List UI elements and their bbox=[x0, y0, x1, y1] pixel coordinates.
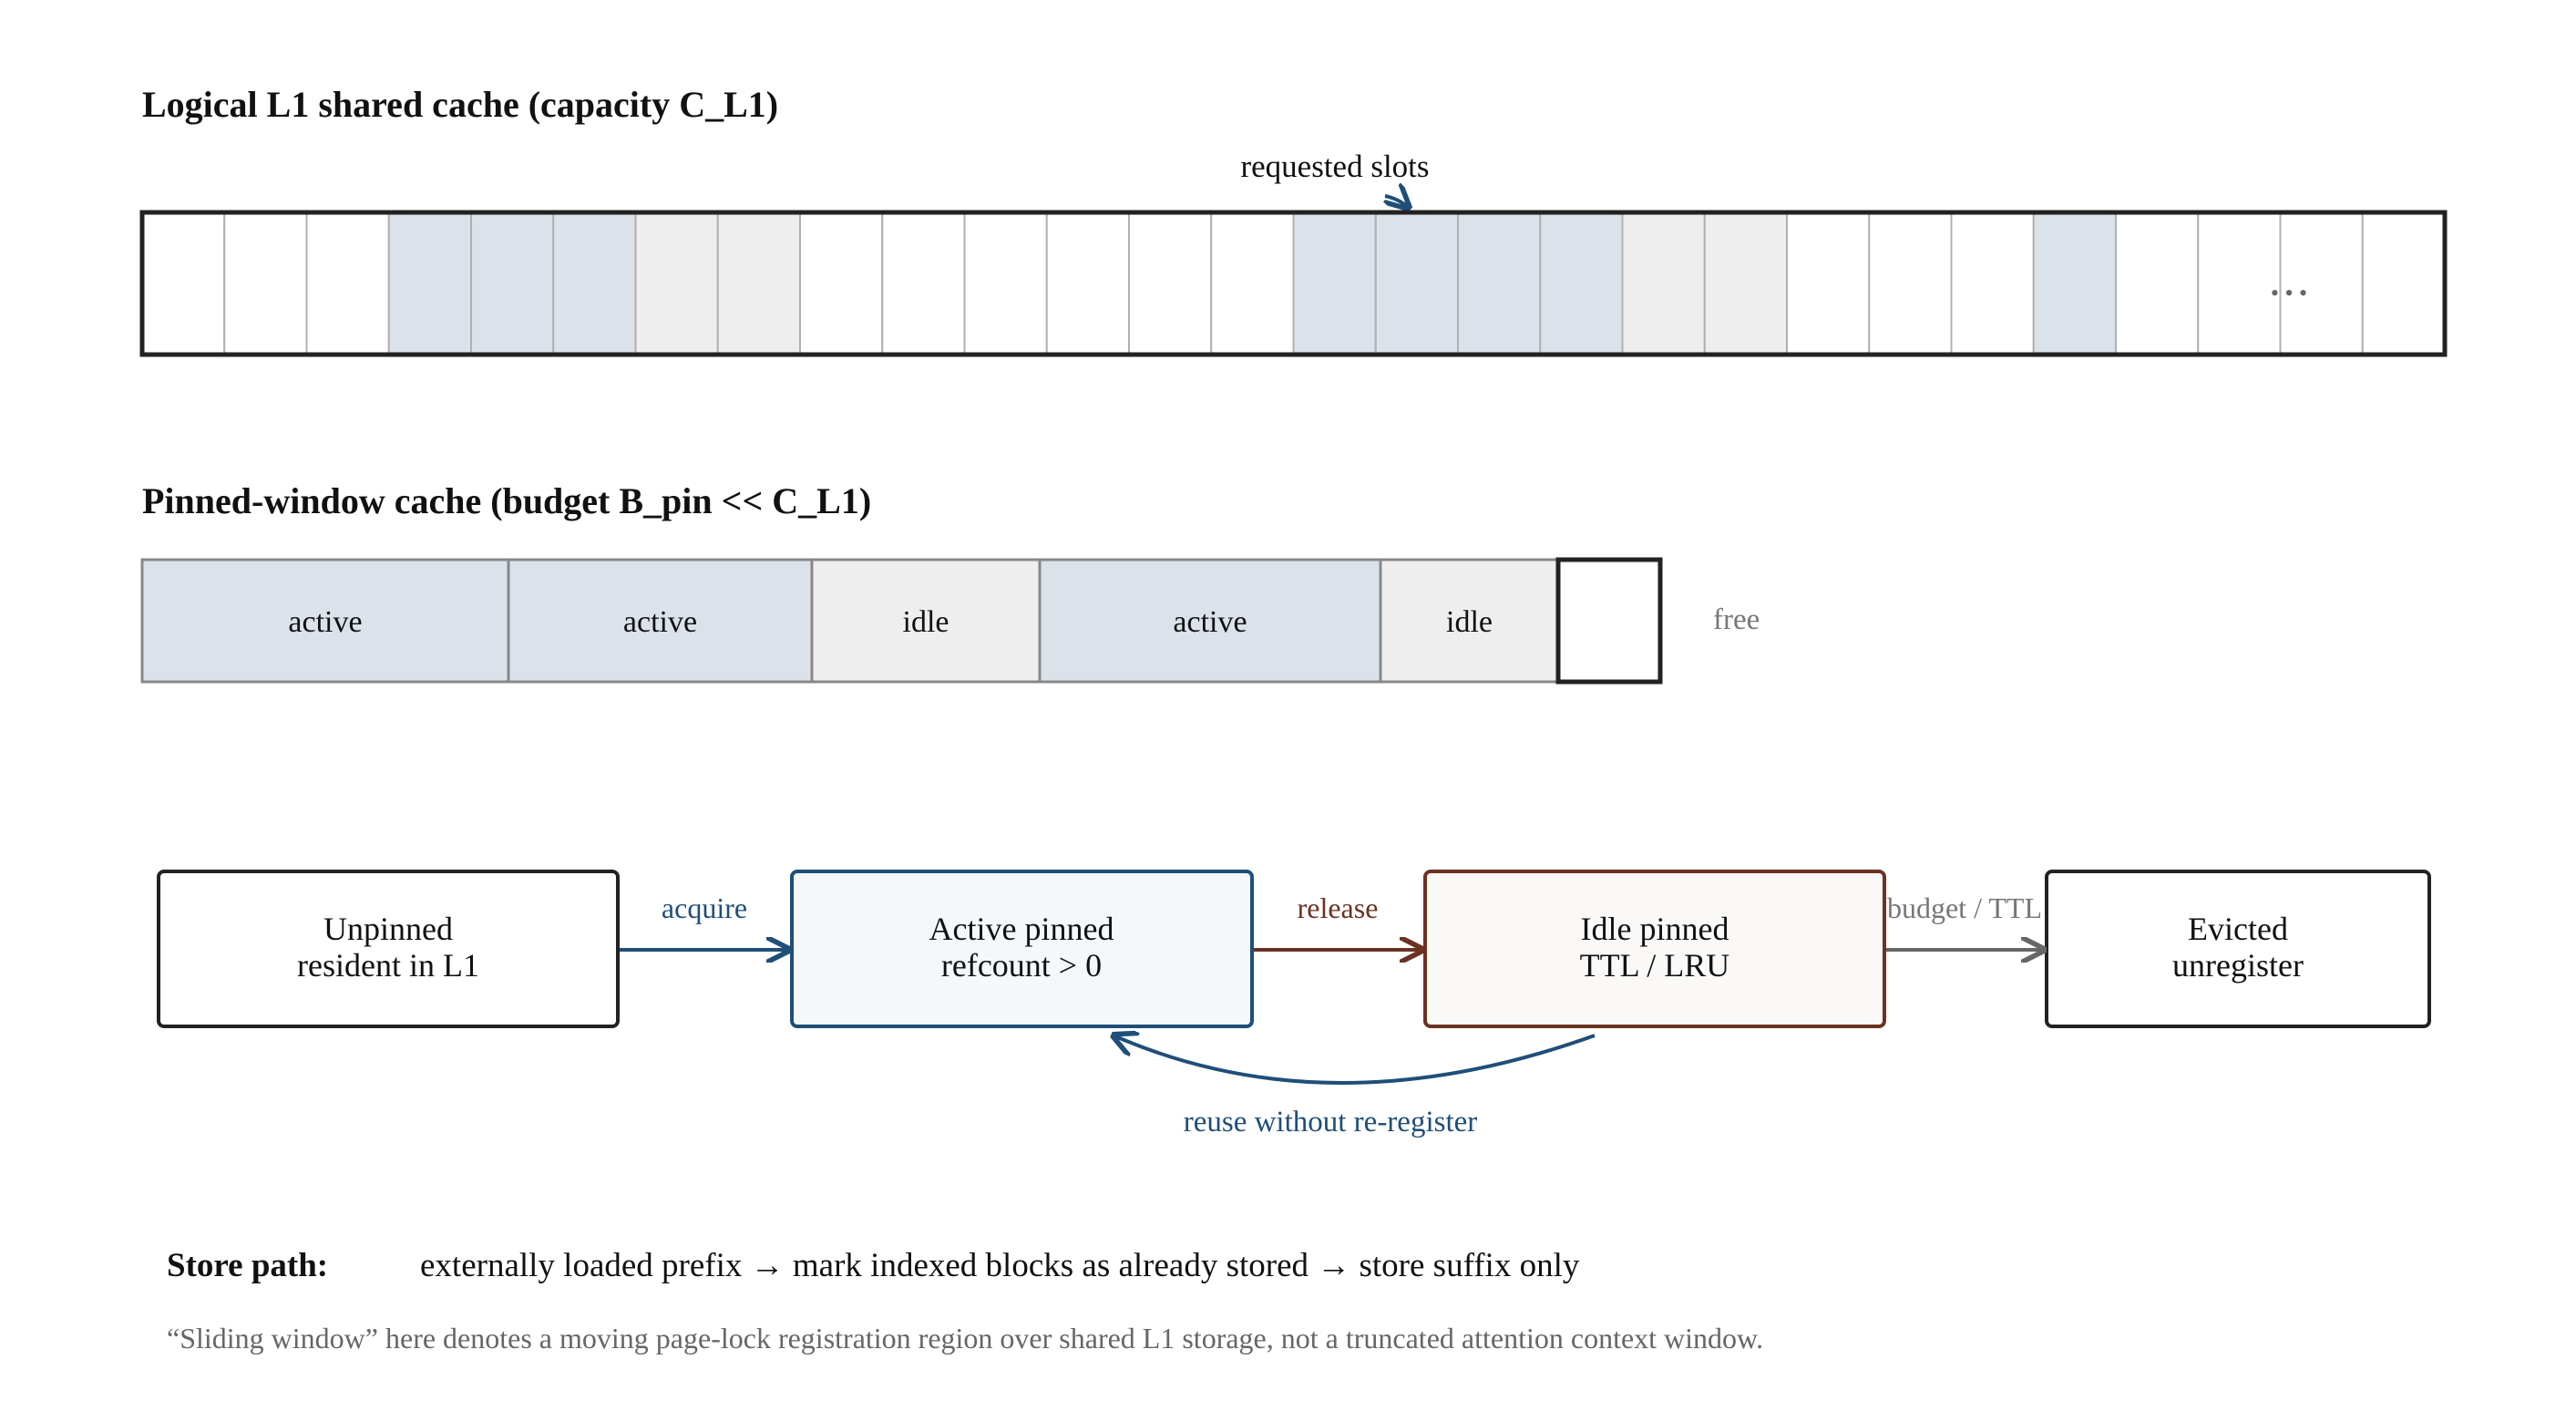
pinned-segment-active bbox=[1038, 558, 1382, 684]
state-unpinned-title: Unpinned bbox=[323, 911, 453, 947]
l1-slot-active bbox=[470, 211, 555, 355]
pinned-segment-label: active bbox=[623, 605, 697, 639]
l1-slot-empty bbox=[141, 211, 226, 355]
pinned-segment-active bbox=[140, 558, 510, 684]
l1-slot-empty bbox=[1950, 211, 2035, 355]
l1-cache-title: Logical L1 shared cache (capacity C_L1) bbox=[142, 84, 778, 125]
footnote: “Sliding window” here denotes a moving p… bbox=[167, 1322, 1763, 1355]
pinned-segment-label: idle bbox=[1446, 605, 1493, 639]
evict-label: budget / TTL bbox=[1887, 891, 2042, 924]
l1-slot-empty bbox=[1128, 211, 1213, 355]
pinned-cache-title: Pinned-window cache (budget B_pin << C_L… bbox=[142, 480, 871, 521]
l1-slot-empty bbox=[1786, 211, 1871, 355]
l1-slot-empty bbox=[1210, 211, 1295, 355]
l1-slot-active bbox=[1457, 211, 1542, 355]
pinned-segment-label: idle bbox=[903, 605, 949, 639]
pinned-segment-label: active bbox=[288, 605, 362, 639]
l1-slot-idle bbox=[1703, 211, 1788, 355]
l1-slot-empty bbox=[2279, 211, 2364, 355]
l1-slot-empty bbox=[799, 211, 884, 355]
reuse-arrow bbox=[1114, 1035, 1596, 1085]
state-evicted-title: Evicted bbox=[2188, 911, 2288, 947]
l1-slot-empty bbox=[963, 211, 1048, 355]
l1-slot-empty bbox=[2115, 211, 2200, 355]
l1-slot-empty bbox=[881, 211, 966, 355]
store-path-label: Store path: bbox=[167, 1247, 328, 1284]
free-label: free bbox=[1713, 603, 1760, 636]
l1-slot-active bbox=[1539, 211, 1624, 355]
l1-slot-idle bbox=[1621, 211, 1706, 355]
state-idle-title: Idle pinned bbox=[1581, 911, 1729, 947]
acquire-label: acquire bbox=[662, 891, 747, 924]
state-unpinned-box bbox=[157, 870, 620, 1028]
l1-slot-idle bbox=[634, 211, 719, 355]
l1-slot-active bbox=[1374, 211, 1459, 355]
l1-slot-active bbox=[387, 211, 472, 355]
pinned-segment-strip: active active idle active idle bbox=[140, 557, 1663, 685]
state-evicted-box bbox=[2045, 870, 2431, 1028]
state-active-title: Active pinned bbox=[929, 911, 1114, 947]
l1-slot-idle bbox=[716, 211, 801, 355]
l1-slot-empty bbox=[305, 211, 390, 355]
state-active-box bbox=[790, 870, 1254, 1028]
state-unpinned-subtitle: resident in L1 bbox=[297, 947, 479, 984]
state-idle-box bbox=[1423, 870, 1886, 1028]
requested-slots-arrow bbox=[1385, 196, 1409, 208]
pinned-segment-label: active bbox=[1173, 605, 1247, 639]
pinned-segment-idle bbox=[1379, 558, 1560, 684]
l1-cache-border bbox=[139, 210, 2448, 357]
state-active-subtitle: refcount > 0 bbox=[941, 947, 1102, 984]
l1-slot-empty bbox=[2361, 211, 2446, 355]
l1-ellipsis: • • • bbox=[2271, 280, 2307, 306]
l1-slot-empty bbox=[223, 211, 308, 355]
l1-slot-active bbox=[2032, 211, 2117, 355]
reuse-label: reuse without re-register bbox=[1184, 1106, 1478, 1138]
requested-slots-label: requested slots bbox=[1240, 149, 1429, 184]
l1-slot-empty bbox=[2197, 211, 2282, 355]
l1-slot-active bbox=[552, 211, 637, 355]
l1-slot-empty bbox=[1045, 211, 1130, 355]
store-path-text: externally loaded prefix → mark indexed … bbox=[420, 1247, 1580, 1284]
pinned-segment-free bbox=[1555, 557, 1663, 685]
l1-slot-active bbox=[1292, 211, 1377, 355]
l1-slot-empty bbox=[1868, 211, 1953, 355]
state-idle-subtitle: TTL / LRU bbox=[1580, 947, 1730, 984]
state-evicted-subtitle: unregister bbox=[2172, 947, 2304, 984]
l1-slot-strip bbox=[141, 211, 2446, 355]
pinned-segment-idle bbox=[810, 558, 1042, 684]
release-label: release bbox=[1298, 891, 1379, 924]
